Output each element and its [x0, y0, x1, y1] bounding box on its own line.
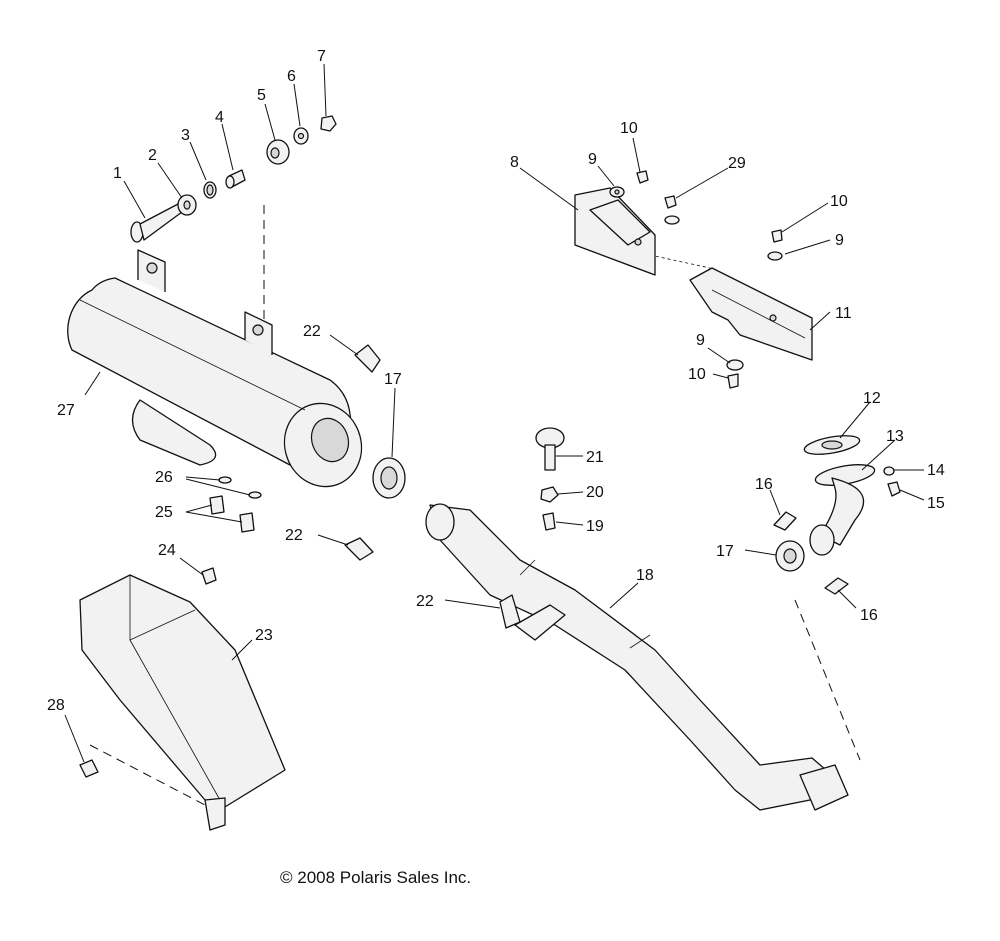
nut-14 — [883, 466, 895, 476]
washer-26-b — [248, 491, 262, 499]
callout-5: 5 — [257, 87, 266, 104]
callout-9-upper: 9 — [588, 151, 597, 168]
callout-18: 18 — [636, 567, 654, 584]
bolt-28 — [79, 759, 99, 778]
callout-7: 7 — [317, 48, 326, 65]
bolt-19 — [542, 512, 556, 531]
callout-16-upper: 16 — [755, 476, 773, 493]
callout-26: 26 — [155, 469, 173, 486]
nut-20 — [540, 486, 559, 503]
washer-6 — [293, 127, 309, 145]
callout-10-lower: 10 — [688, 366, 706, 383]
callout-19: 19 — [586, 518, 604, 535]
bolt-29 — [664, 195, 677, 209]
callout-14: 14 — [927, 462, 945, 479]
callout-9-right: 9 — [835, 232, 844, 249]
callout-2: 2 — [148, 147, 157, 164]
washer-26-a — [218, 476, 232, 484]
grommet-5 — [266, 139, 290, 165]
assembly-line-heatshield — [89, 744, 206, 806]
spring-22-middle — [344, 537, 374, 561]
bushing-25-a — [209, 495, 225, 515]
rubber-mount-21 — [535, 427, 565, 471]
bolt-24 — [201, 567, 217, 585]
flange-13 — [809, 464, 876, 556]
bushing-25-b — [239, 512, 255, 533]
copyright-text: © 2008 Polaris Sales Inc. — [280, 868, 471, 887]
seal-17-left — [372, 457, 406, 499]
spring-22-lower — [499, 594, 521, 629]
callout-10-right: 10 — [830, 193, 848, 210]
spring-16-lower — [824, 577, 849, 595]
washer-29 — [664, 215, 680, 225]
callout-17-left: 17 — [384, 371, 402, 388]
callout-1: 1 — [113, 165, 122, 182]
bolt-10-upper — [636, 170, 649, 184]
callout-13: 13 — [886, 428, 904, 445]
seal-17-right — [775, 540, 805, 572]
callout-28: 28 — [47, 697, 65, 714]
callout-22-middle: 22 — [285, 527, 303, 544]
callout-17-right: 17 — [716, 543, 734, 560]
callout-23: 23 — [255, 627, 273, 644]
callout-11: 11 — [835, 305, 852, 322]
callout-3: 3 — [181, 127, 190, 144]
callout-21: 21 — [586, 449, 604, 466]
nut-7 — [320, 115, 337, 132]
bushing-4 — [225, 169, 246, 189]
head-pipe-18 — [425, 503, 849, 811]
callout-29: 29 — [728, 155, 746, 172]
bracket-8 — [574, 187, 656, 276]
spring-16-upper — [773, 511, 797, 531]
callout-20: 20 — [586, 484, 604, 501]
assembly-line-bracket — [649, 254, 711, 269]
callout-25: 25 — [155, 504, 173, 521]
callout-15: 15 — [927, 495, 945, 512]
callout-22-upper: 22 — [303, 323, 321, 340]
callout-16-lower: 16 — [860, 607, 878, 624]
leader-lines — [64, 63, 925, 763]
callout-6: 6 — [287, 68, 296, 85]
callout-10-upper: 10 — [620, 120, 638, 137]
spring-22-upper — [354, 344, 381, 373]
callout-9-lower: 9 — [696, 332, 705, 349]
assembly-line-headpipe — [794, 599, 861, 761]
washer-9-upper — [609, 186, 625, 198]
callout-24: 24 — [158, 542, 176, 559]
washer-3 — [203, 181, 217, 199]
nut-15 — [887, 481, 901, 497]
callout-27: 27 — [57, 402, 75, 419]
bolt-10-lower — [727, 373, 739, 389]
callout-22-lower: 22 — [416, 593, 434, 610]
washer-9-lower — [726, 359, 744, 371]
bolt-1 — [130, 203, 183, 243]
heat-shield-23 — [79, 574, 286, 831]
callout-labels: 1 2 3 4 5 6 7 8 9 10 29 10 9 11 9 10 12 … — [47, 48, 945, 714]
washer-9-right — [767, 251, 783, 261]
bolt-10-right — [771, 229, 783, 243]
muffler — [67, 249, 363, 488]
grommet-2 — [177, 194, 197, 216]
callout-8: 8 — [510, 154, 519, 171]
bracket-11 — [689, 267, 813, 361]
callout-4: 4 — [215, 109, 224, 126]
callout-12: 12 — [863, 390, 881, 407]
gasket-12 — [803, 435, 861, 455]
